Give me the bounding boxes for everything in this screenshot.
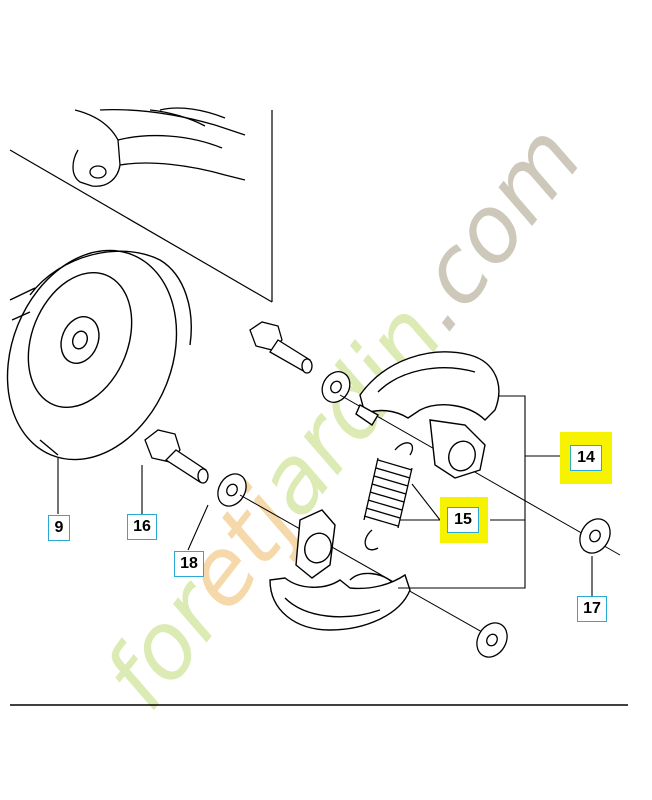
leader-lines (57, 395, 593, 596)
clutch-shoe-upper (355, 351, 500, 479)
clutch-shoe-lower (269, 509, 411, 631)
callout-15: 15 (447, 507, 479, 533)
washer-upper (321, 371, 351, 403)
washer-bottom (476, 622, 508, 658)
callout-17: 17 (577, 596, 607, 622)
axis-lines (239, 394, 621, 646)
callout-18: 18 (174, 551, 204, 577)
bolt-lower (144, 429, 209, 484)
bolt-upper (249, 321, 313, 374)
callout-9: 9 (48, 515, 70, 541)
clutch-spring (363, 442, 414, 551)
callout-16: 16 (127, 514, 157, 540)
clutch-drum (6, 249, 192, 461)
frame-lines (9, 110, 628, 706)
washer-17 (579, 518, 611, 554)
callout-14: 14 (570, 445, 602, 471)
engine-housing (72, 107, 246, 187)
